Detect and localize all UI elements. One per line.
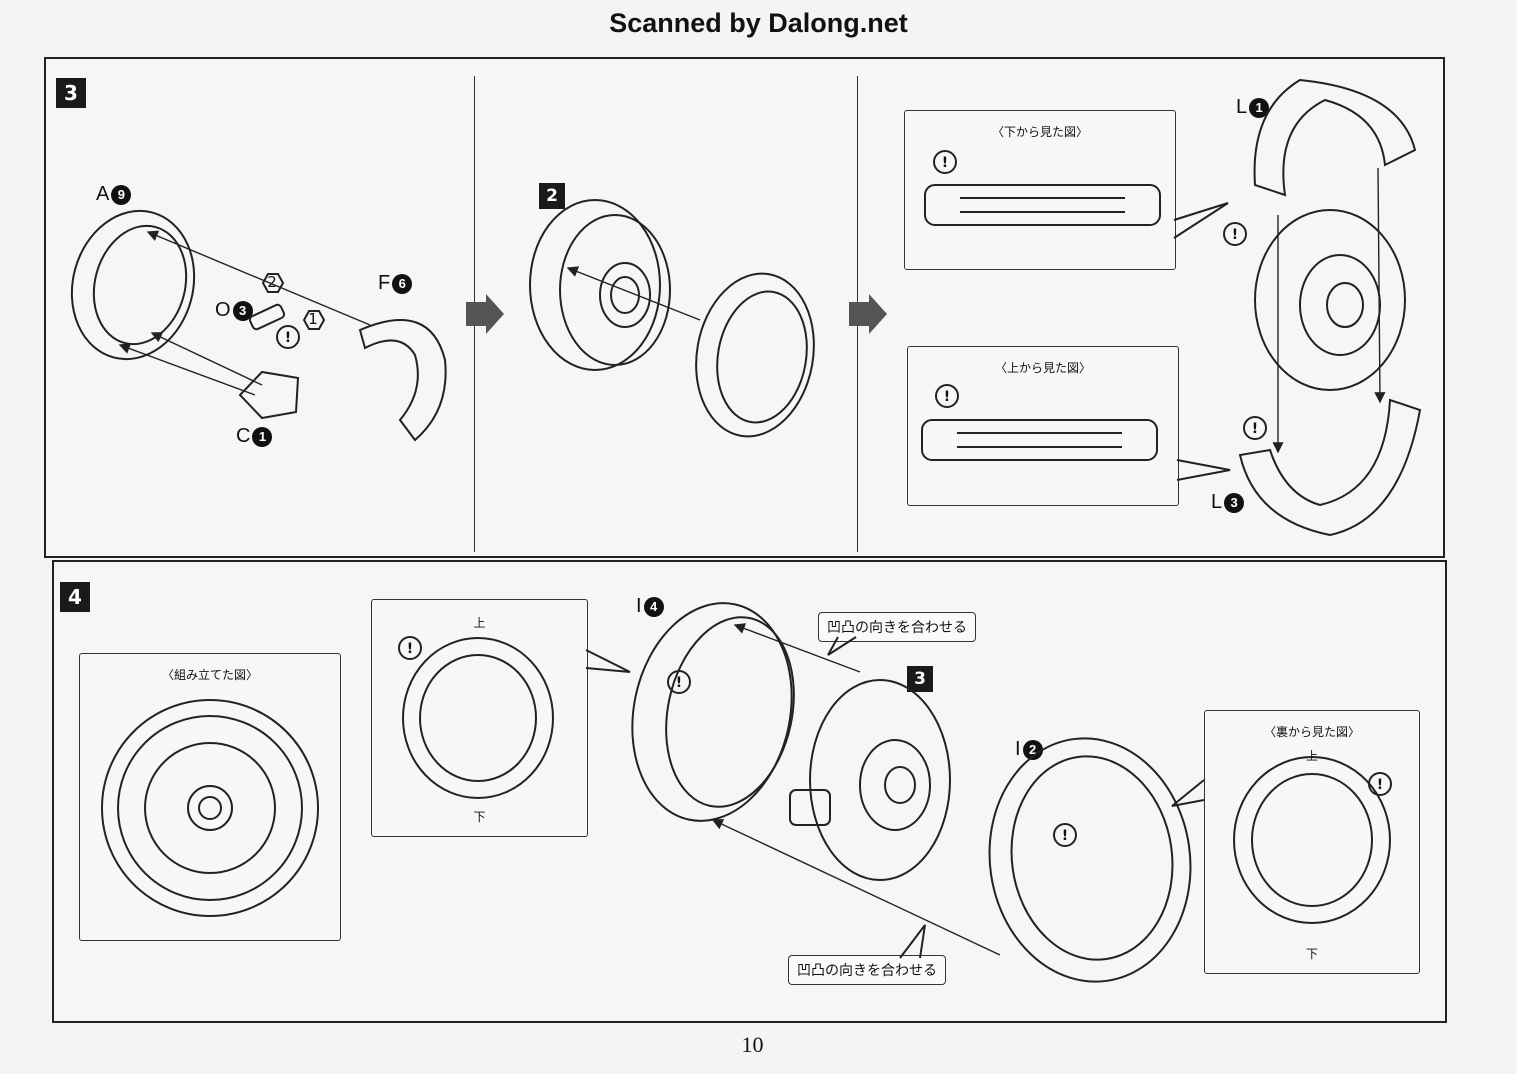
assembled-wheel-drawing xyxy=(101,699,319,917)
upper-frame-l1-drawing xyxy=(1253,78,1417,197)
back-view-ring-drawing xyxy=(1233,756,1391,924)
back-down-label: 下 xyxy=(1305,947,1318,961)
part-letter: I xyxy=(636,595,642,617)
ring-orientation-drawing xyxy=(402,637,554,799)
lower-frame-l3-drawing xyxy=(1238,398,1422,537)
ring-part-a9-drawing xyxy=(70,209,196,361)
caution-icon: ! xyxy=(1232,227,1238,243)
caution-icon: ! xyxy=(1062,828,1068,844)
align-note-top: 凹凸の向きを合わせる xyxy=(818,612,976,642)
next-arrow-icon xyxy=(466,294,504,334)
caution-icons: ! ! ! ! ! ! ! ! ! xyxy=(285,155,1383,844)
part-number: 9 xyxy=(111,184,132,205)
substep-2-badge: 2 xyxy=(539,183,565,209)
back-view-title: 〈裏から見た図〉 xyxy=(1263,725,1360,739)
part-number: 1 xyxy=(1249,97,1270,118)
caution-icon: ! xyxy=(407,641,413,657)
bottom-view-title: 〈下から見た図〉 xyxy=(991,125,1088,139)
tire-i2-drawing xyxy=(988,737,1192,983)
bottom-view-box: 〈下から見た図〉 xyxy=(904,110,1176,270)
part-number: 1 xyxy=(252,426,273,447)
part-letter: L xyxy=(1236,96,1248,118)
order-2-hexagon: 2 xyxy=(267,273,277,291)
part-number: 3 xyxy=(1224,492,1245,513)
part-letter: C xyxy=(236,425,251,447)
top-view-title: 〈上から見た図〉 xyxy=(994,361,1091,375)
step-3-reference-badge: 3 xyxy=(907,666,933,692)
ring-with-bracket-drawing xyxy=(695,272,815,438)
align-note-bottom: 凹凸の向きを合わせる xyxy=(788,955,946,985)
caution-icon: ! xyxy=(1252,421,1258,437)
order-1-hexagon: 1 xyxy=(308,310,318,328)
back-up-label: 上 xyxy=(1305,749,1318,763)
top-view-box: 〈上から見た図〉 xyxy=(907,346,1179,506)
caution-icon: ! xyxy=(942,155,948,171)
page-number: 10 xyxy=(741,1032,764,1057)
assembled-view-title: 〈組み立てた図〉 xyxy=(161,668,258,682)
back-view-box: 〈裏から見た図〉 上 下 xyxy=(1204,710,1420,974)
caution-icon: ! xyxy=(1377,777,1383,793)
part-number: 4 xyxy=(643,596,664,617)
arc-part-f6-drawing xyxy=(358,319,447,442)
caution-icon: ! xyxy=(944,389,950,405)
next-arrow-icon xyxy=(849,294,887,334)
part-number: 2 xyxy=(1022,739,1043,760)
step-3-number: 3 xyxy=(56,78,86,108)
part-letter: A xyxy=(96,183,110,205)
part-letter: L xyxy=(1211,491,1223,513)
tread-ring-i4-drawing xyxy=(631,602,793,822)
hub-assembly-right-drawing xyxy=(1254,209,1406,391)
caution-icon: ! xyxy=(676,675,682,691)
step3-hub-drawing xyxy=(809,679,951,881)
part-number: 6 xyxy=(392,273,413,294)
hub-assembly-drawing xyxy=(529,199,671,371)
step-4-number: 4 xyxy=(60,582,90,612)
part-o3-drawing xyxy=(248,303,286,331)
bracket-part-c1-drawing xyxy=(238,370,300,420)
part-letter: I xyxy=(1015,738,1021,760)
caution-icon: ! xyxy=(285,330,291,346)
ring-down-label: 下 xyxy=(473,810,486,824)
part-letter: F xyxy=(378,272,391,294)
scan-credit: Scanned by Dalong.net xyxy=(609,8,908,38)
part-letter: O xyxy=(215,299,231,321)
part-number: 3 xyxy=(232,300,253,321)
ring-up-label: 上 xyxy=(473,616,486,630)
